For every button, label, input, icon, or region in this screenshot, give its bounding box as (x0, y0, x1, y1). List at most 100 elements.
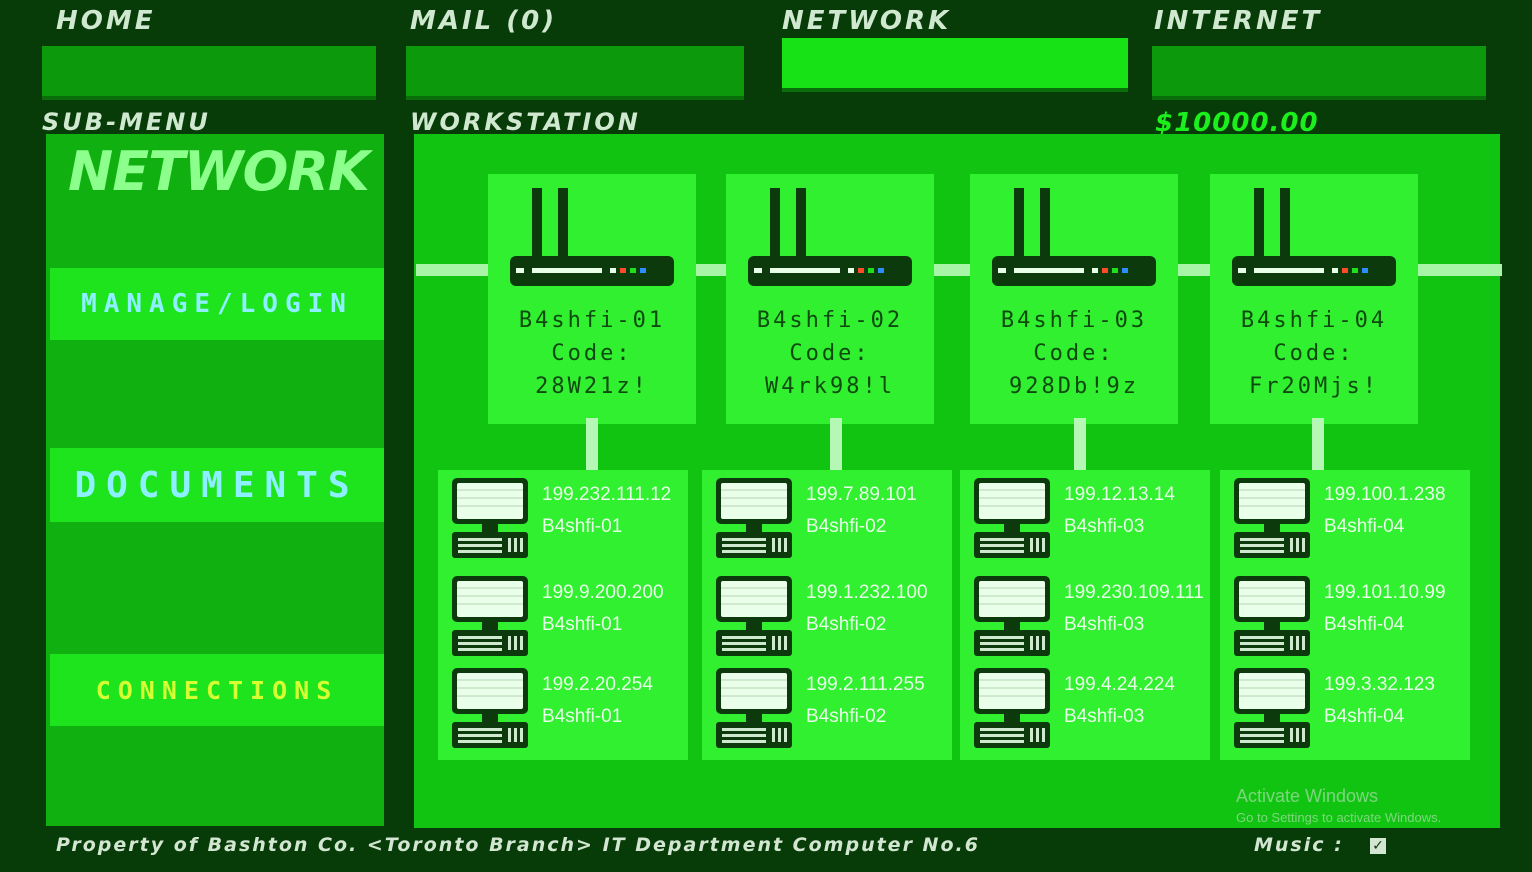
device-ip: 199.2.20.254 (542, 674, 653, 695)
computer-icon (1234, 576, 1310, 656)
sidebar-title: NETWORK (68, 140, 370, 203)
computer-icon (974, 576, 1050, 656)
router-code: W4rk98!l (765, 374, 895, 399)
router-card[interactable]: B4shfi-04 Code: Fr20Mjs! (1210, 174, 1418, 424)
router-name: B4shfi-02 (756, 308, 904, 333)
device-host: B4shfi-04 (1324, 706, 1405, 727)
device-host: B4shfi-02 (806, 706, 887, 727)
sidebar-item-manage-login[interactable]: MANAGE/LOGIN (50, 268, 384, 340)
workstation-panel: B4shfi-01 Code: 28W21z! B4shfi-02 Code: … (414, 134, 1502, 828)
router-code-label: Code: (1033, 341, 1115, 366)
device-host: B4shfi-03 (1064, 516, 1145, 537)
watermark-title: Activate Windows (1236, 786, 1379, 806)
device-host: B4shfi-04 (1324, 614, 1405, 635)
router-card[interactable]: B4shfi-03 Code: 928Db!9z (970, 174, 1178, 424)
computer-icon (716, 668, 792, 748)
submenu-label: SUB-MENU (42, 108, 211, 136)
tab-internet[interactable] (1152, 46, 1486, 100)
router-connector (1312, 418, 1324, 476)
device-ip: 199.12.13.14 (1064, 484, 1175, 505)
tab-network-label: NETWORK (782, 6, 952, 36)
sidebar: NETWORK MANAGE/LOGIN DOCUMENTS CONNECTIO… (46, 134, 384, 826)
device-ip: 199.1.232.100 (806, 582, 928, 603)
device-ip: 199.4.24.224 (1064, 674, 1175, 695)
sidebar-item-documents[interactable]: DOCUMENTS (50, 448, 384, 522)
router-code-label: Code: (1273, 341, 1355, 366)
router-name: B4shfi-03 (1000, 308, 1148, 333)
computer-icon (452, 478, 528, 558)
router-code: 28W21z! (535, 374, 649, 399)
device-host: B4shfi-02 (806, 516, 887, 537)
device-ip: 199.101.10.99 (1324, 582, 1446, 603)
music-label: Music : (1254, 834, 1344, 856)
tab-home-label: HOME (56, 6, 156, 36)
computer-icon (716, 576, 792, 656)
device-host: B4shfi-01 (542, 706, 623, 727)
tab-mail[interactable] (406, 46, 744, 100)
router-icon (1232, 188, 1396, 286)
device-host: B4shfi-01 (542, 516, 623, 537)
router-card[interactable]: B4shfi-01 Code: 28W21z! (488, 174, 696, 424)
computer-icon (452, 668, 528, 748)
router-name: B4shfi-01 (518, 308, 666, 333)
router-connector (586, 418, 598, 476)
device-host: B4shfi-04 (1324, 516, 1405, 537)
router-connector (1074, 418, 1086, 476)
router-code-label: Code: (551, 341, 633, 366)
router-card[interactable]: B4shfi-02 Code: W4rk98!l (726, 174, 934, 424)
device-ip: 199.7.89.101 (806, 484, 917, 505)
device-host: B4shfi-03 (1064, 614, 1145, 635)
device-ip: 199.2.111.255 (806, 674, 925, 695)
computer-icon (1234, 478, 1310, 558)
tab-internet-label: INTERNET (1154, 6, 1323, 36)
device-ip: 199.3.32.123 (1324, 674, 1435, 695)
music-checkbox[interactable]: ✓ (1370, 838, 1386, 854)
device-host: B4shfi-03 (1064, 706, 1145, 727)
sidebar-item-label: CONNECTIONS (95, 675, 339, 705)
tab-mail-label: MAIL (0) (410, 6, 558, 36)
router-icon (992, 188, 1156, 286)
device-ip: 199.230.109.111 (1064, 582, 1204, 603)
device-host: B4shfi-02 (806, 614, 887, 635)
computer-icon (716, 478, 792, 558)
router-code-label: Code: (789, 341, 871, 366)
footer-property-text: Property of Bashton Co. <Toronto Branch>… (56, 834, 980, 856)
sidebar-item-label: MANAGE/LOGIN (81, 289, 353, 319)
router-icon (510, 188, 674, 286)
sidebar-item-label: DOCUMENTS (74, 464, 360, 506)
workstation-label: WORKSTATION (410, 108, 641, 136)
device-host: B4shfi-01 (542, 614, 623, 635)
router-name: B4shfi-04 (1240, 308, 1388, 333)
device-ip: 199.232.111.12 (542, 484, 672, 505)
activation-watermark: Activate Windows Go to Settings to activ… (1236, 786, 1441, 825)
device-ip: 199.9.200.200 (542, 582, 664, 603)
computer-icon (452, 576, 528, 656)
computer-icon (1234, 668, 1310, 748)
router-code: Fr20Mjs! (1249, 374, 1379, 399)
computer-icon (974, 478, 1050, 558)
device-ip: 199.100.1.238 (1324, 484, 1446, 505)
balance-display: $10000.00 (1155, 108, 1319, 138)
router-connector (830, 418, 842, 476)
tab-network[interactable] (782, 38, 1128, 92)
sidebar-item-connections[interactable]: CONNECTIONS (50, 654, 384, 726)
tab-home[interactable] (42, 46, 376, 100)
router-code: 928Db!9z (1009, 374, 1139, 399)
router-icon (748, 188, 912, 286)
